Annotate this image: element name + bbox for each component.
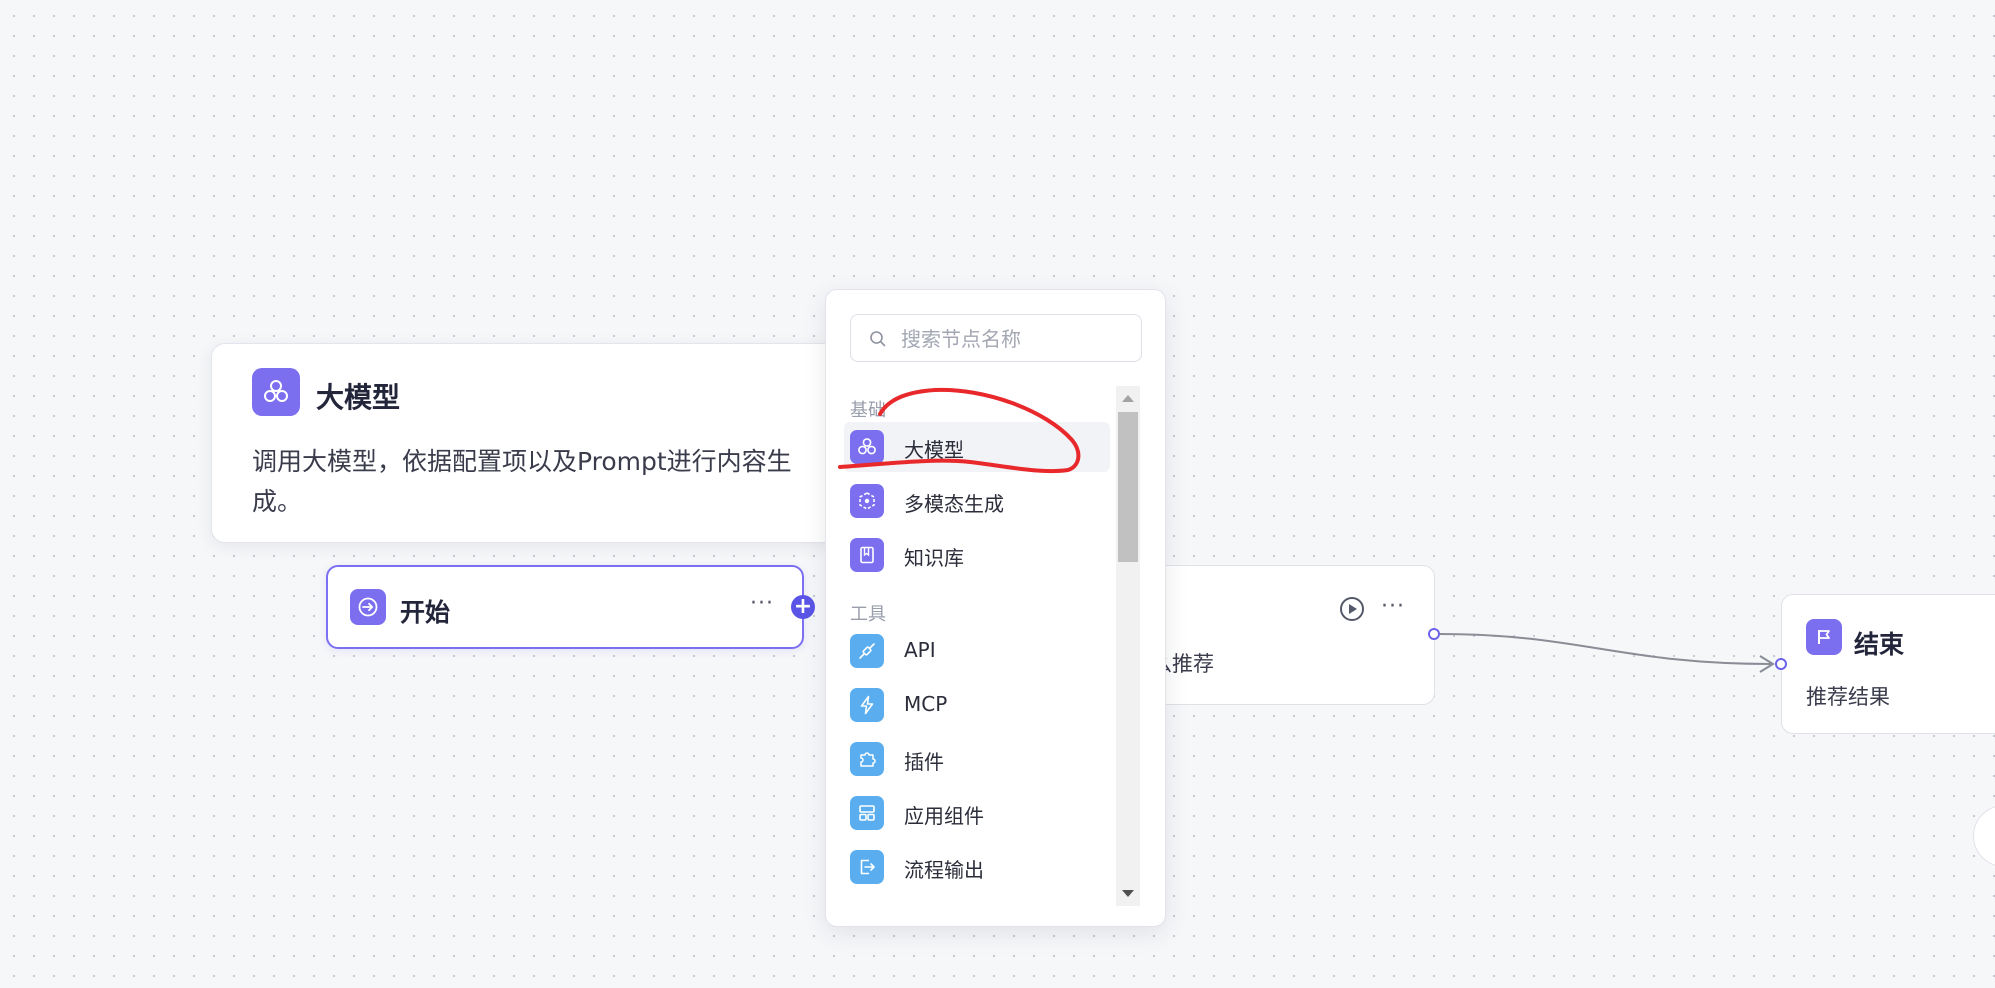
item-label: 大模型: [904, 438, 964, 462]
more-icon[interactable]: ···: [1381, 594, 1405, 619]
search-box[interactable]: [850, 314, 1142, 362]
list-item-multimodal[interactable]: 多模态生成: [844, 476, 1110, 526]
node-description-tooltip: 大模型 调用大模型，依据配置项以及Prompt进行内容生成。: [211, 343, 839, 543]
list-item-flow-output[interactable]: 流程输出: [844, 842, 1110, 892]
flag-icon: [1806, 619, 1842, 655]
item-label: MCP: [904, 692, 948, 716]
canvas-control-button[interactable]: [1973, 805, 1995, 867]
start-icon: [350, 589, 386, 625]
api-icon: [850, 634, 884, 668]
end-node[interactable]: 结束 推荐结果: [1781, 594, 1995, 734]
flow-output-icon: [850, 850, 884, 884]
item-label: 插件: [904, 750, 944, 774]
node-list[interactable]: 基础 大模型 多模态生成: [826, 386, 1151, 906]
tooltip-title: 大模型: [316, 381, 401, 414]
mcp-icon: [850, 688, 884, 722]
scrollbar-thumb[interactable]: [1118, 412, 1138, 562]
llm-icon: [850, 430, 884, 464]
edge-arrowhead: [1759, 655, 1775, 673]
start-node-title: 开始: [400, 598, 451, 627]
list-item-app-component[interactable]: 应用组件: [844, 788, 1110, 838]
search-icon: [870, 331, 886, 347]
plugin-icon: [850, 742, 884, 776]
llm-node-mid[interactable]: 么推荐 ···: [1130, 565, 1435, 705]
scroll-down-icon[interactable]: [1122, 890, 1134, 897]
list-item-api[interactable]: API: [844, 626, 1110, 676]
app-component-icon: [850, 796, 884, 830]
list-item-mcp[interactable]: MCP: [844, 680, 1110, 730]
multimodal-icon: [850, 484, 884, 518]
item-label: API: [904, 638, 936, 662]
more-icon[interactable]: ···: [750, 591, 774, 616]
end-node-input-handle[interactable]: [1775, 658, 1787, 670]
mid-node-output-handle[interactable]: [1428, 628, 1440, 640]
list-item-knowledge-base[interactable]: 知识库: [844, 530, 1110, 580]
tooltip-description: 调用大模型，依据配置项以及Prompt进行内容生成。: [252, 447, 792, 516]
knowledge-base-icon: [850, 538, 884, 572]
edge-mid-to-end: [1439, 633, 1773, 665]
llm-icon: [252, 368, 300, 416]
scroll-up-icon[interactable]: [1122, 395, 1134, 402]
node-selector-panel: 基础 大模型 多模态生成: [825, 289, 1166, 927]
list-item-llm[interactable]: 大模型: [844, 422, 1110, 472]
list-item-plugin[interactable]: 插件: [844, 734, 1110, 784]
section-label-tools: 工具: [850, 604, 886, 625]
list-scrollbar[interactable]: [1116, 386, 1140, 906]
item-label: 多模态生成: [904, 492, 1004, 516]
plus-icon: +: [793, 594, 813, 619]
item-label: 知识库: [904, 546, 964, 570]
start-node[interactable]: 开始 ···: [326, 565, 804, 649]
add-node-button[interactable]: +: [791, 595, 815, 619]
item-label: 流程输出: [904, 858, 984, 882]
item-label: 应用组件: [904, 804, 984, 828]
run-button[interactable]: [1339, 596, 1365, 626]
section-label-basic: 基础: [850, 400, 886, 421]
end-node-output: 推荐结果: [1806, 685, 1890, 709]
search-input[interactable]: [899, 323, 1133, 355]
play-icon: [1340, 597, 1364, 621]
end-node-title: 结束: [1854, 630, 1905, 659]
